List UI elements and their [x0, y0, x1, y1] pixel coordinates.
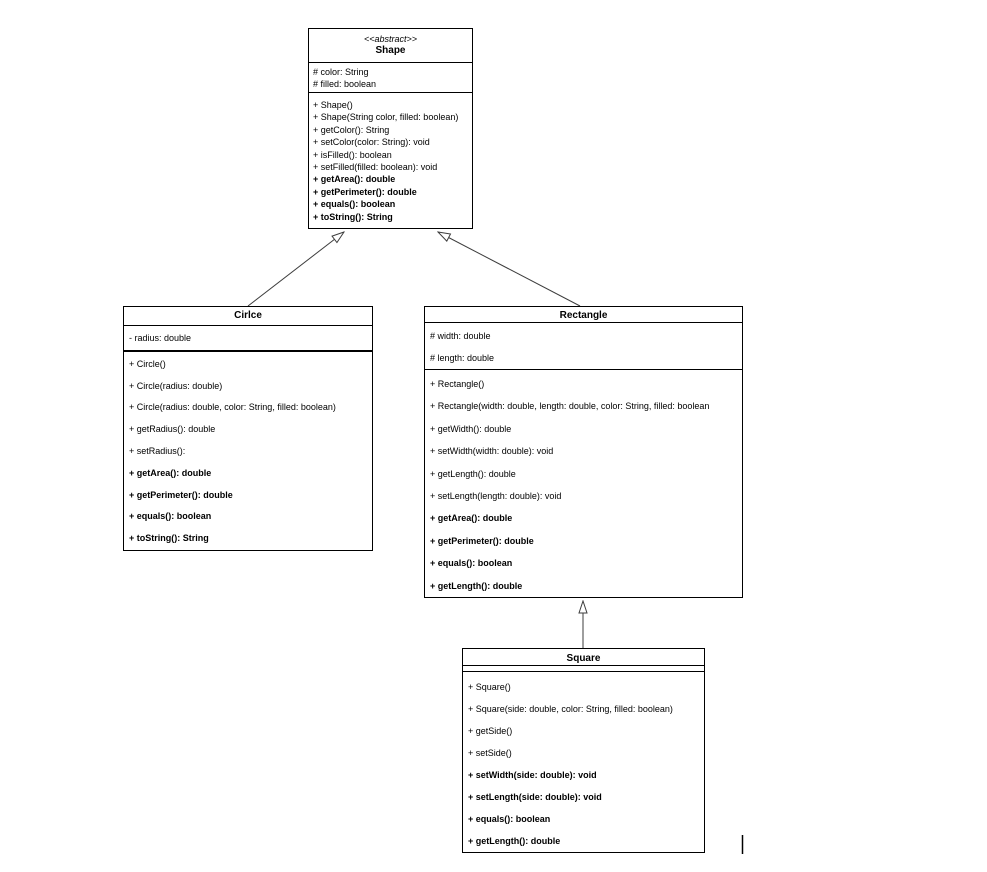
uml-method: + setLength(length: double): void: [430, 490, 562, 501]
class-name-circle: Cirlce: [124, 307, 372, 326]
uml-method: + getSide(): [468, 726, 513, 736]
uml-method: + getArea(): double: [129, 467, 212, 478]
uml-method: + toString(): String: [129, 533, 209, 544]
uml-method: + getLength(): double: [430, 580, 523, 591]
uml-attribute: # color: String: [313, 67, 369, 77]
uml-method: + getRadius(): double: [129, 424, 216, 435]
uml-attribute: # length: double: [430, 352, 495, 363]
class-name-rectangle: Rectangle: [425, 307, 742, 323]
class-box-shape: <<abstract>> Shape # color: String # fil…: [308, 28, 473, 229]
uml-method: + setColor(color: String): void: [313, 137, 430, 148]
uml-method: + Circle(radius: double, color: String, …: [129, 402, 336, 413]
class-header-shape: <<abstract>> Shape: [309, 29, 472, 63]
uml-method: + getPerimeter(): double: [313, 186, 417, 197]
uml-method: + equals(): boolean: [468, 814, 551, 824]
attributes-compartment-square-empty: [463, 666, 704, 672]
uml-method: + setRadius():: [129, 446, 186, 457]
class-name-square: Square: [463, 649, 704, 666]
uml-method: + Shape(): [313, 100, 353, 110]
class-name-shape: Shape: [375, 45, 406, 56]
uml-method: + Square(side: double, color: String, fi…: [468, 704, 673, 714]
uml-method: + Circle(): [129, 358, 166, 369]
generalization-arrow-rectangle-to-shape: [438, 232, 581, 307]
uml-method: + getColor(): String: [313, 124, 390, 135]
uml-method: + setWidth(width: double): void: [430, 446, 554, 457]
uml-method: + equals(): boolean: [313, 199, 396, 210]
class-box-circle: Cirlce - radius: double + Circle() + Cir…: [123, 306, 373, 551]
uml-method: + setSide(): [468, 748, 512, 758]
uml-method: + getArea(): double: [430, 513, 513, 524]
class-box-rectangle: Rectangle # width: double # length: doub…: [424, 306, 743, 598]
uml-method: + setLength(side: double): void: [468, 792, 602, 802]
uml-attribute: # width: double: [430, 330, 491, 341]
generalization-arrow-circle-to-shape: [247, 232, 344, 307]
uml-method: + getPerimeter(): double: [430, 535, 534, 546]
uml-attribute: - radius: double: [129, 332, 192, 343]
uml-method: + Rectangle(width: double, length: doubl…: [430, 401, 710, 412]
methods-compartment-shape: + Shape() + Shape(String color, filled: …: [309, 93, 472, 228]
methods-compartment-square: + Square() + Square(side: double, color:…: [463, 672, 704, 852]
uml-attribute: # filled: boolean: [313, 79, 377, 90]
attributes-compartment-rectangle: # width: double # length: double: [425, 323, 742, 370]
uml-method: + Rectangle(): [430, 378, 485, 389]
attributes-compartment-circle: - radius: double: [124, 326, 372, 352]
uml-method: + setWidth(side: double): void: [468, 770, 597, 780]
class-box-square: Square + Square() + Square(side: double,…: [462, 648, 705, 853]
uml-method: + isFilled(): boolean: [313, 149, 392, 160]
uml-method: + getArea(): double: [313, 174, 396, 185]
uml-method: + equals(): boolean: [430, 558, 513, 569]
uml-method: + getLength(): double: [430, 468, 516, 479]
uml-method: + setFilled(filled: boolean): void: [313, 162, 438, 173]
uml-method: + Square(): [468, 682, 511, 692]
uml-method: + Circle(radius: double): [129, 380, 223, 391]
uml-method: + Shape(String color, filled: boolean): [313, 112, 459, 123]
uml-method: + getLength(): double: [468, 836, 561, 846]
uml-method: + equals(): boolean: [129, 511, 212, 522]
methods-compartment-circle: + Circle() + Circle(radius: double) + Ci…: [124, 352, 372, 550]
stereotype-label: <<abstract>>: [363, 34, 418, 44]
uml-method: + getWidth(): double: [430, 423, 512, 434]
attributes-compartment-shape: # color: String # filled: boolean: [309, 63, 472, 93]
uml-method: + getPerimeter(): double: [129, 489, 233, 500]
uml-method: + toString(): String: [313, 211, 393, 222]
methods-compartment-rectangle: + Rectangle() + Rectangle(width: double,…: [425, 370, 742, 597]
